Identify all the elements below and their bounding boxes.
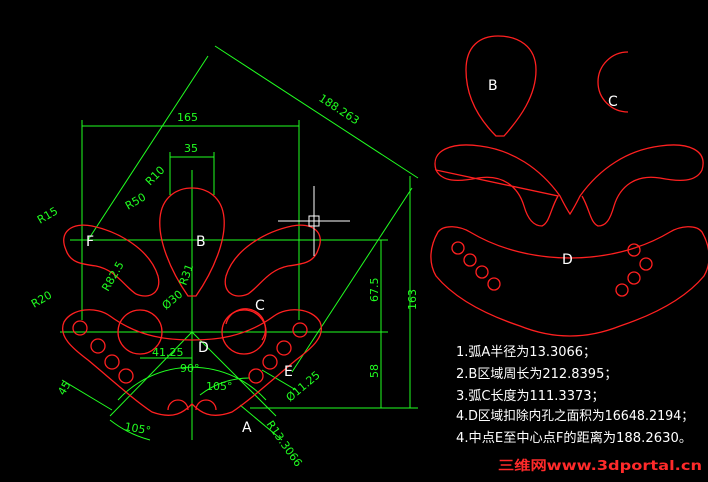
dim-45: 45: [55, 379, 73, 398]
watermark-logo: 三维网www.3dportal.cn: [498, 458, 702, 474]
label-A: A: [242, 420, 252, 436]
dim-a105b: 105°: [123, 420, 151, 437]
part-label-B: B: [488, 78, 498, 94]
label-C: C: [255, 298, 265, 314]
part-c-profile: [597, 51, 629, 113]
dim-r50: R50: [123, 191, 148, 213]
answer-4: 4.D区域扣除内孔之面积为16648.2194；: [456, 408, 694, 424]
label-F: F: [86, 234, 94, 250]
label-D: D: [198, 340, 209, 356]
label-E: E: [284, 364, 293, 380]
dim-35: 35: [184, 142, 198, 155]
dim-58: 58: [368, 364, 381, 378]
dim-r15: R15: [35, 205, 60, 227]
region-labels: A B C D E F B C D: [86, 78, 618, 436]
dim-188: 188.263: [316, 92, 361, 128]
part-d-profile: [430, 144, 708, 337]
main-profile: [62, 187, 322, 416]
part-label-D: D: [562, 252, 573, 268]
dim-165: 165: [177, 111, 198, 124]
dim-r13: R13.3066: [264, 418, 305, 469]
answer-5: 4.中点E至中心点F的距离为188.2630。: [456, 430, 692, 446]
label-B: B: [196, 234, 206, 250]
dim-r20: R20: [29, 289, 54, 311]
dim-r10: R10: [143, 164, 167, 188]
answer-1: 1.弧A半径为13.3066；: [456, 345, 596, 360]
part-label-C: C: [608, 94, 618, 110]
answer-3: 3.弧C长度为111.3373；: [456, 388, 605, 404]
part-b-profile: [465, 35, 537, 137]
dim-67: 67.5: [368, 278, 381, 303]
dim-phi30: Ø30: [160, 288, 186, 313]
dim-163: 163: [406, 289, 419, 310]
dim-r82: R82.5: [99, 259, 126, 293]
answer-list: 1.弧A半径为13.3066； 2.B区域周长为212.8395； 3.弧C长度…: [456, 345, 694, 446]
dim-r31: R31: [177, 262, 197, 287]
crosshair-cursor-icon: [278, 186, 350, 256]
dim-41: 41.25: [152, 346, 184, 359]
dim-a90: 90°: [180, 362, 200, 375]
dim-a105a: 105°: [206, 380, 233, 393]
answer-2: 2.B区域周长为212.8395；: [456, 367, 617, 382]
dimension-lines: [60, 45, 419, 441]
dimension-texts: 188.263 165 35 R10 R50 R15 R82.5 R31 R20…: [29, 92, 419, 470]
